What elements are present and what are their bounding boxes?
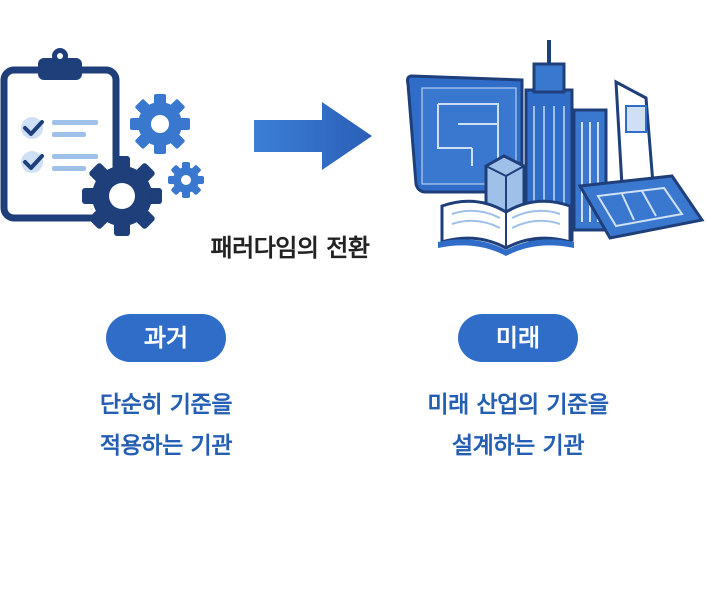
right-arrow-icon: [252, 100, 374, 172]
past-badge: 과거: [106, 314, 226, 362]
future-description-line1: 미래 산업의 기준을: [427, 392, 609, 418]
past-description-line2: 적용하는 기관: [99, 433, 233, 459]
past-description-line1: 단순히 기준을: [99, 392, 233, 418]
paradigm-shift-caption: 패러다임의 전환: [210, 234, 370, 262]
past-description: 단순히 기준을 적용하는 기관: [40, 385, 292, 467]
future-description: 미래 산업의 기준을 설계하는 기관: [362, 385, 674, 467]
future-description-line2: 설계하는 기관: [451, 433, 585, 459]
future-badge: 미래: [458, 314, 578, 362]
clipboard-gears-icon: [0, 40, 210, 240]
city-blueprint-book-icon: [402, 36, 706, 258]
